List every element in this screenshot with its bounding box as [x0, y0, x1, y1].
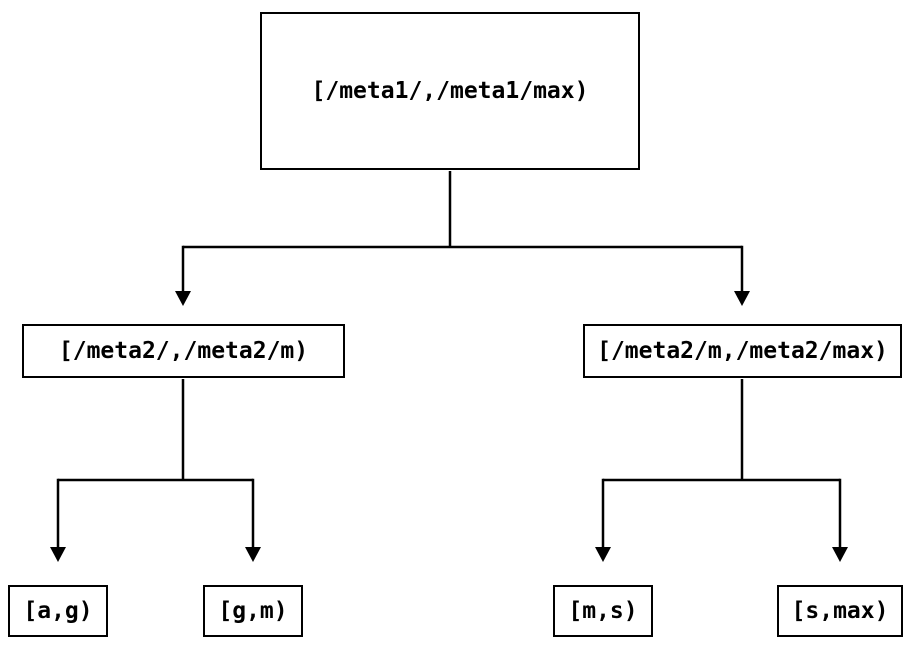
node-leaf-range-3: [m,s) — [553, 585, 653, 637]
arrowhead-down-icon — [50, 547, 66, 562]
node-leaf-range-2: [g,m) — [203, 585, 303, 637]
arrowhead-down-icon — [175, 291, 191, 306]
node-leaf-range-1: [a,g) — [8, 585, 108, 637]
arrowhead-down-icon — [595, 547, 611, 562]
arrowhead-down-icon — [245, 547, 261, 562]
node-level2-left-range: [/meta2/,/meta2/m) — [22, 324, 345, 378]
arrowhead-down-icon — [734, 291, 750, 306]
arrowhead-down-icon — [832, 547, 848, 562]
node-root-range: [/meta1/,/meta1/max) — [260, 12, 640, 170]
node-leaf-range-4: [s,max) — [777, 585, 903, 637]
node-level2-right-range: [/meta2/m,/meta2/max) — [583, 324, 902, 378]
